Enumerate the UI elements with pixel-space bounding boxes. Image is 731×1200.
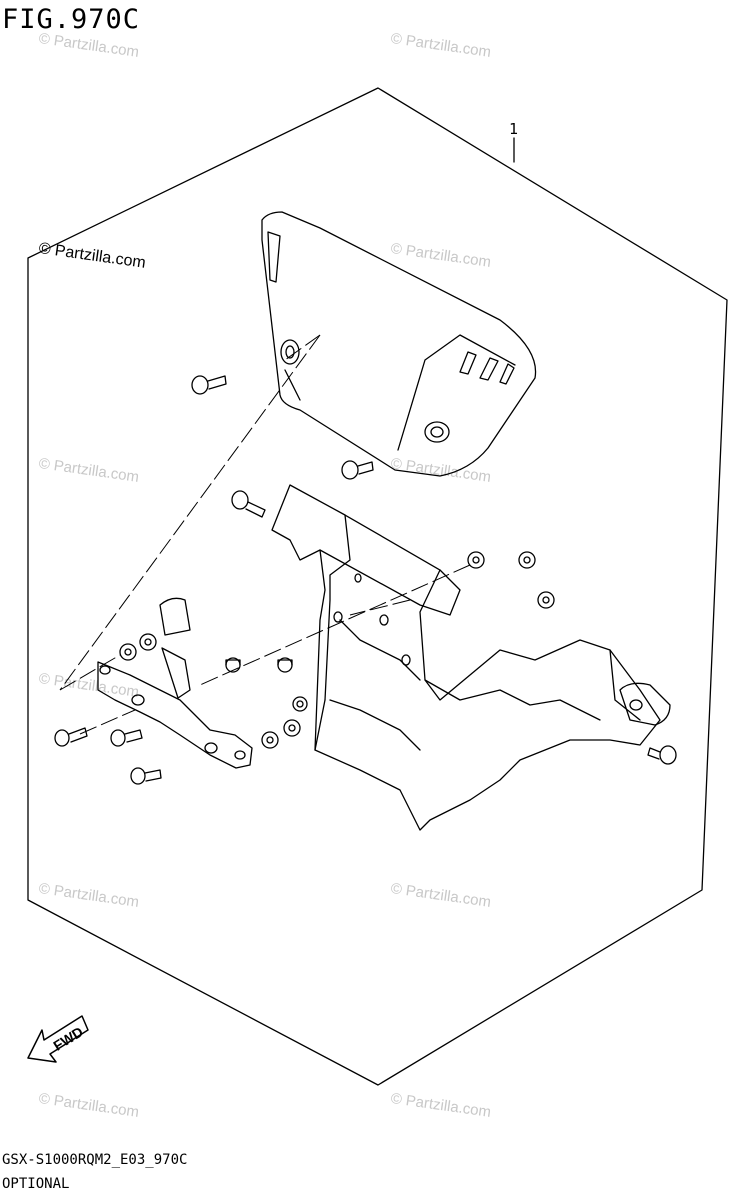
- bolt-4: [647, 745, 677, 765]
- nut-3: [537, 591, 555, 609]
- bolt-3: [231, 490, 266, 518]
- arrow-left-down-icon: FWD: [27, 1015, 89, 1063]
- guide-line: [59, 334, 321, 691]
- main-bracket: [271, 484, 671, 831]
- model-code: GSX-S1000RQM2_E03_970C: [2, 1152, 188, 1168]
- washer-2: [283, 719, 301, 737]
- guide-line: [79, 709, 136, 735]
- guide-line: [284, 334, 321, 361]
- nut-2: [518, 551, 536, 569]
- mounting-plate: [97, 597, 253, 769]
- guide-line: [349, 599, 411, 616]
- figure-title: FIG.970C: [2, 4, 141, 35]
- bolt-1: [191, 375, 227, 395]
- bolt-7: [130, 767, 162, 785]
- washer-1: [261, 731, 279, 749]
- collar-1: [225, 657, 241, 673]
- nut-1: [467, 551, 485, 569]
- bolt-2: [341, 460, 374, 480]
- guide-line: [59, 654, 121, 691]
- section-label: OPTIONAL: [2, 1176, 70, 1192]
- collar-2: [277, 657, 293, 673]
- bolt-5: [54, 727, 88, 747]
- nut-4: [139, 633, 157, 651]
- nut-6: [292, 696, 308, 712]
- kit-outline: [27, 87, 728, 1086]
- guide-line: [199, 564, 471, 686]
- cover-panel: [261, 211, 537, 477]
- callout-number: 1: [509, 120, 518, 138]
- nut-5: [119, 643, 137, 661]
- bolt-6: [110, 729, 143, 747]
